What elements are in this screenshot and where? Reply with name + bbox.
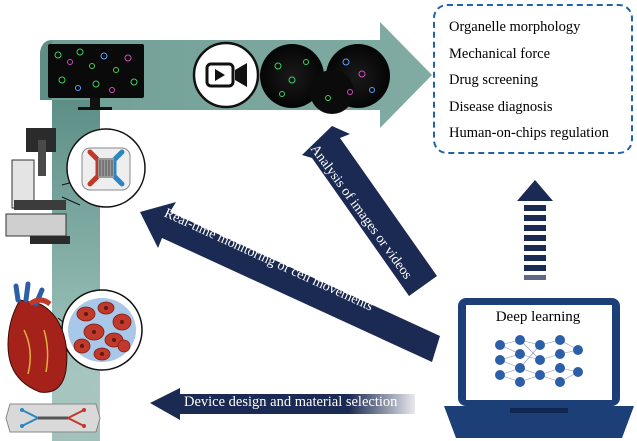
chip-slide-icon	[5, 403, 101, 433]
application-item: Mechanical force	[449, 45, 551, 62]
arrow-monitoring	[140, 202, 440, 362]
cell-images-icon	[260, 44, 390, 114]
deep-learning-label: Deep learning	[495, 309, 581, 325]
arrow-analysis	[302, 126, 437, 296]
application-item: Human-on-chips regulation	[449, 125, 609, 141]
application-item: Drug screening	[449, 72, 538, 88]
microfluidic-chip-icon	[66, 128, 146, 208]
heart-icon	[7, 281, 68, 393]
application-item: Disease diagnosis	[449, 98, 553, 115]
arrow-design	[150, 388, 415, 420]
tissue-cells-icon	[57, 289, 143, 371]
microscope-icon	[5, 128, 81, 244]
laptop-icon	[444, 298, 634, 438]
application-item: Organelle morphology	[449, 19, 581, 35]
video-camera-icon	[192, 41, 260, 109]
applications-list: Organelle morphology Mechanical force Dr…	[433, 4, 633, 154]
deep-learning-up-arrow	[517, 180, 553, 280]
monitor-icon	[48, 44, 144, 110]
design-arrow-label: Device design and material selection	[184, 394, 398, 410]
neural-network-icon	[495, 335, 583, 387]
